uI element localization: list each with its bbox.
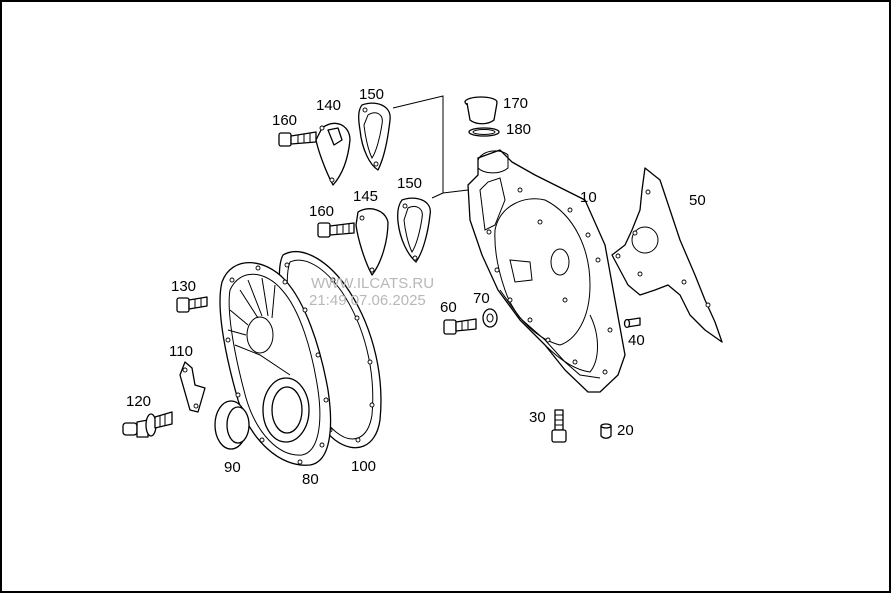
part-70-washer[interactable] (482, 308, 498, 328)
watermark-timestamp: 21:49 07.06.2025 (309, 292, 426, 309)
part-20-dowel-sleeve[interactable] (600, 423, 612, 439)
callout-100[interactable]: 100 (351, 458, 376, 475)
callout-60[interactable]: 60 (440, 299, 457, 316)
part-150-gasket-lower[interactable] (396, 197, 431, 263)
part-90-seal-ring[interactable] (214, 400, 250, 450)
part-60-bolt[interactable] (443, 318, 477, 335)
callout-180[interactable]: 180 (506, 121, 531, 138)
callout-80[interactable]: 80 (302, 471, 319, 488)
part-50-gasket-plate[interactable] (611, 167, 723, 343)
part-180-o-ring[interactable] (468, 127, 500, 137)
part-140-cover-plate[interactable] (315, 122, 351, 186)
callout-90[interactable]: 90 (224, 459, 241, 476)
part-145-cover-plate[interactable] (355, 208, 389, 276)
part-130-bolt[interactable] (176, 296, 208, 313)
callout-110[interactable]: 110 (169, 343, 193, 360)
callout-140[interactable]: 140 (316, 97, 341, 114)
callout-30[interactable]: 30 (529, 409, 546, 426)
part-160-bolt-lower[interactable] (317, 222, 355, 238)
part-150-gasket-upper[interactable] (358, 102, 391, 171)
part-10-timing-case[interactable] (467, 149, 626, 393)
callout-50[interactable]: 50 (689, 192, 706, 209)
callout-150-lower[interactable]: 150 (397, 175, 422, 192)
part-120-stud-bolt[interactable] (122, 411, 173, 438)
callout-20[interactable]: 20 (617, 422, 634, 439)
callout-145[interactable]: 145 (353, 188, 378, 205)
callout-130[interactable]: 130 (171, 278, 196, 295)
watermark-site: WWW.ILCATS.RU (311, 275, 434, 292)
callout-120[interactable]: 120 (126, 393, 151, 410)
callout-10[interactable]: 10 (580, 189, 597, 206)
leader-bracket (392, 95, 469, 199)
callout-150-upper[interactable]: 150 (359, 86, 384, 103)
callout-160-lower[interactable]: 160 (309, 203, 334, 220)
part-170-cap[interactable] (464, 96, 498, 125)
part-80-front-cover[interactable] (219, 261, 332, 466)
callout-170[interactable]: 170 (503, 95, 528, 112)
part-30-bolt[interactable] (551, 409, 567, 443)
part-110-bracket[interactable] (179, 361, 206, 413)
callout-160-upper[interactable]: 160 (272, 112, 297, 129)
callout-70[interactable]: 70 (473, 290, 490, 307)
callout-40[interactable]: 40 (628, 332, 645, 349)
part-160-bolt-upper[interactable] (278, 131, 317, 147)
part-40-dowel-pin[interactable] (623, 317, 641, 329)
